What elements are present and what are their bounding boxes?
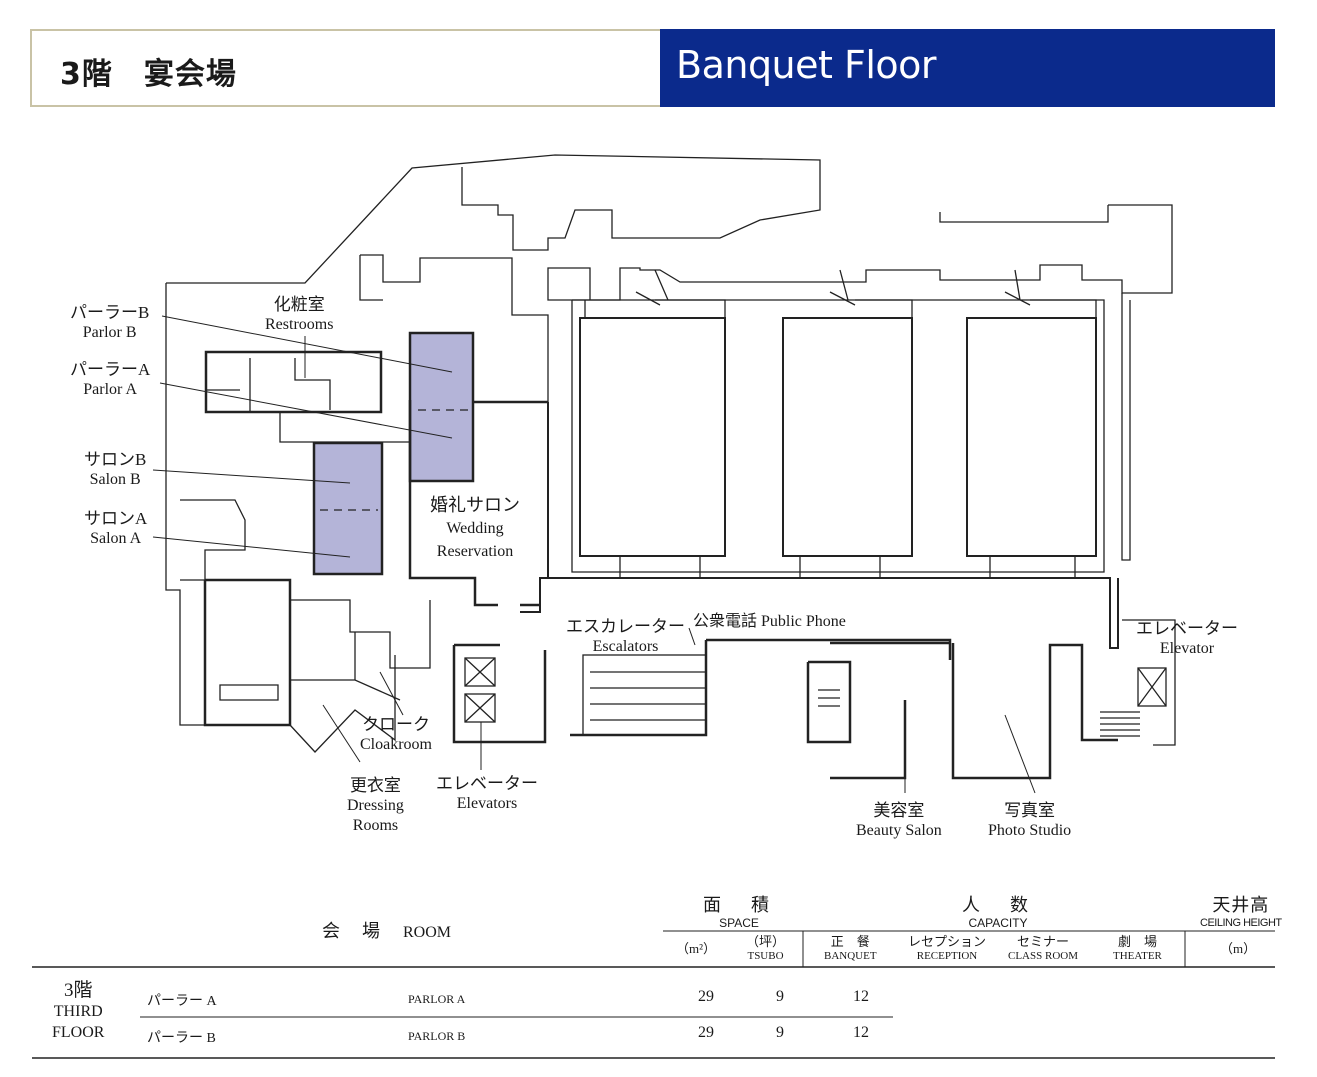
row2-banquet: 12: [853, 1024, 869, 1041]
banquet-room-3: [966, 317, 1097, 557]
header-jp-title: 3階 宴会場: [60, 57, 237, 92]
row2-tsubo: 9: [776, 1024, 784, 1041]
sub-head-tsubo: （坪）TSUBO: [746, 934, 786, 963]
row2-name-en: PARLOR B: [408, 1029, 466, 1043]
header-en-title: Banquet Floor: [676, 43, 937, 87]
label-public-phone: 公衆電話 Public Phone: [693, 613, 846, 630]
row1-name-jp: パーラー A: [147, 994, 217, 1009]
header-left-panel: 3階 宴会場: [30, 29, 660, 107]
sub-head-m2: （m²）: [676, 941, 717, 956]
leader-lines: [152, 315, 1036, 794]
table-room-header: 会 場 ROOM: [322, 921, 452, 941]
elevator-block: [452, 643, 547, 744]
wedding-room: [408, 400, 548, 607]
row2-name-jp: パーラー B: [147, 1031, 216, 1046]
banquet-room-1: [579, 317, 726, 557]
row2-m2: 29: [698, 1024, 714, 1041]
row1-tsubo: 9: [776, 988, 784, 1005]
header-right-panel: Banquet Floor: [660, 29, 1275, 107]
row1-name-en: PARLOR A: [408, 992, 466, 1006]
sub-head-ceiling-m: （m）: [1220, 941, 1257, 956]
row1-m2: 29: [698, 988, 714, 1005]
ballroom-corridor: [520, 402, 1119, 649]
row1-banquet: 12: [853, 988, 869, 1005]
salon-ab-highlight: [312, 441, 384, 576]
building-outline: [166, 154, 821, 284]
lower-right-block: [570, 638, 1118, 780]
banquet-room-2: [782, 317, 913, 557]
parlor-block: [204, 350, 383, 414]
